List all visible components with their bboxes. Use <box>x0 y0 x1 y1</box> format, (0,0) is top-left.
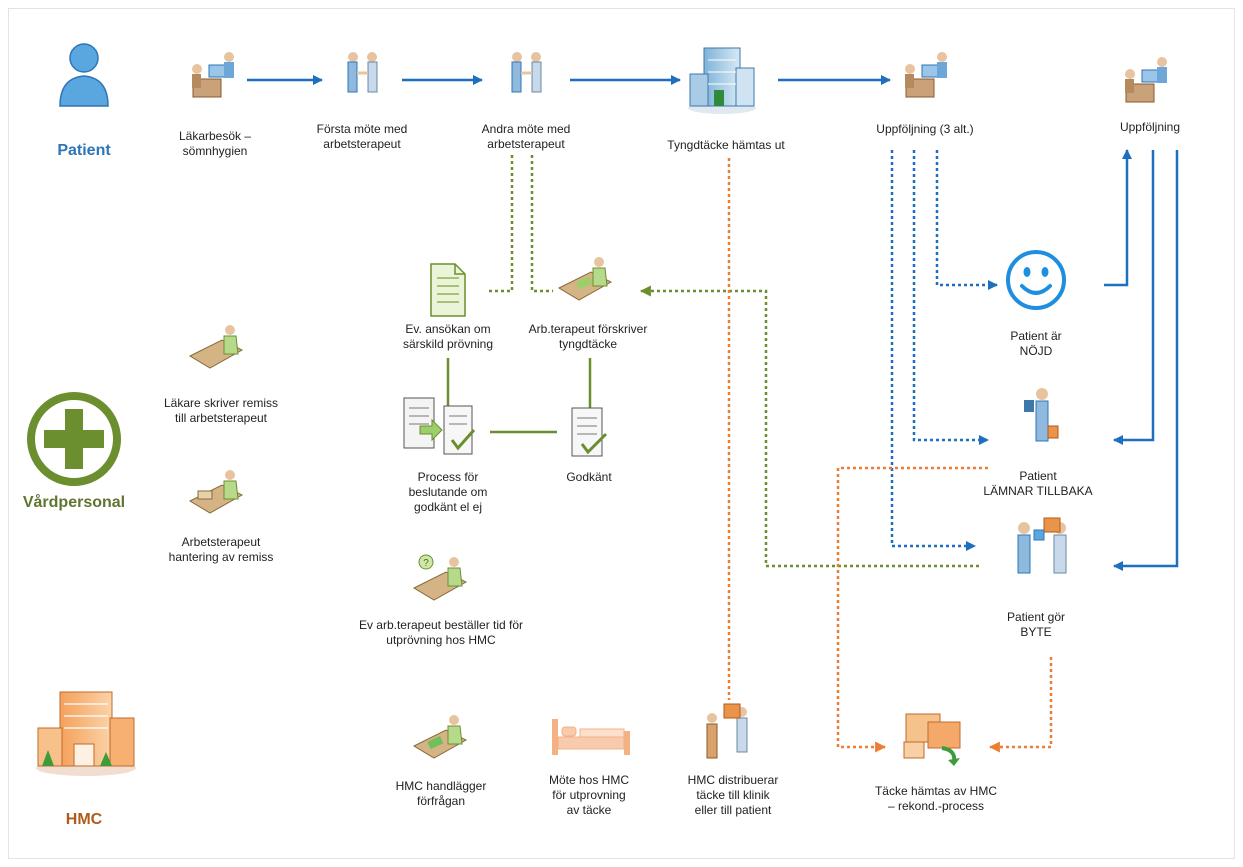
node-label-process: Process för beslutande om godkänt el ej <box>408 470 488 514</box>
node-label-mote-hmc: Möte hos HMC för utprovning av täcke <box>548 773 630 817</box>
orange-flow <box>727 158 1053 753</box>
node-label-forsta-mote: Första möte med arbetsterapeut <box>316 122 408 151</box>
node-label-godkant: Godkänt <box>566 470 612 484</box>
checklist-icon <box>403 397 476 455</box>
diagram-frame <box>8 8 1235 859</box>
handshake-icon <box>347 52 378 93</box>
arrow-uppfoljning-byte-dotted <box>890 150 976 551</box>
dotted-byte-forskriver <box>639 285 979 568</box>
node-label-andra-mote: Andra möte med arbetsterapeut <box>481 122 571 151</box>
arrow-uppfoljning-lamnar <box>1113 150 1155 445</box>
node-label-uppfoljning: Uppföljning <box>1119 120 1181 134</box>
node-label-nojd: Patient är NÖJD <box>1010 329 1062 358</box>
lane-label-hmc: HMC <box>65 811 103 828</box>
handshake-icon <box>511 52 542 93</box>
dotted-byte-rekond <box>988 657 1053 753</box>
patient-person-icon <box>59 43 109 107</box>
node-label-ev-ansokan: Ev. ansökan om särskild prövning <box>402 322 494 351</box>
patient-flow-arrows <box>247 75 1179 571</box>
patient-followup-dotted <box>890 150 998 551</box>
therapist-desk-icon <box>557 257 613 301</box>
checklist-icon <box>571 407 608 457</box>
hospital-building-icon <box>688 47 756 114</box>
therapist-desk-icon: ? <box>412 554 468 601</box>
person-exchange-icon <box>1017 517 1067 574</box>
node-label-hmc-handlagger: HMC handlägger förfrågan <box>395 779 487 808</box>
document-icon <box>430 263 466 317</box>
hmc-building-icon <box>36 691 136 776</box>
doctor-desk-icon <box>1125 57 1167 103</box>
node-label-lamnar: Patient LÄMNAR TILLBAKA <box>983 469 1093 498</box>
dotted-lamnar-rekond <box>836 466 988 753</box>
node-label-arb-hantering: Arbetsterapeut hantering av remiss <box>168 535 274 564</box>
therapist-desk-icon <box>188 325 244 369</box>
dotted-andra-forskriver <box>530 155 553 293</box>
lane-label-patient: Patient <box>57 142 111 159</box>
arrow-uppfoljning-nojd <box>935 150 998 290</box>
arrow-nojd-uppfoljning <box>1104 149 1132 287</box>
node-label-hmc-distribuerar: HMC distribuerar täcke till klinik eller… <box>687 773 779 817</box>
dotted-andra-ansokan <box>486 155 514 293</box>
node-label-ev-bestaller: Ev arb.terapeut beställer tid för utpröv… <box>358 618 524 647</box>
therapist-desk-icon <box>412 715 468 759</box>
node-label-byte: Patient gör BYTE <box>1006 610 1066 639</box>
node-label-lakare-remiss: Läkare skriver remiss till arbetsterapeu… <box>163 396 279 425</box>
arrow-uppfoljning-byte <box>1113 150 1179 571</box>
delivery-boxes-icon <box>903 713 961 766</box>
medical-cross-icon <box>27 392 121 486</box>
node-label-tyngdtacke: Tyngdtäcke hämtas ut <box>667 138 785 152</box>
doctor-desk-icon <box>192 52 234 98</box>
doctor-desk-icon <box>905 52 947 98</box>
node-label-lakarbesok: Läkarbesök – sömnhygien <box>178 129 252 158</box>
node-label-uppfoljning-3alt: Uppföljning (3 alt.) <box>876 122 974 136</box>
person-return-icon <box>1024 388 1059 442</box>
node-label-arb-forskriver: Arb.terapeut förskriver tyngdtäcke <box>528 322 648 351</box>
lane-label-vardpersonal: Vårdpersonal <box>22 494 126 511</box>
node-label-tacke-hamtas: Täcke hämtas av HMC – rekond.-process <box>874 784 998 813</box>
bed-icon <box>552 719 630 755</box>
therapist-desk-icon <box>188 470 244 514</box>
delivery-boxes-icon <box>706 703 748 759</box>
arrow-uppfoljning-lamnar-dotted <box>912 150 989 445</box>
green-flow <box>446 155 979 568</box>
svg-text:?: ? <box>423 558 429 569</box>
smiley-icon <box>1006 250 1066 310</box>
